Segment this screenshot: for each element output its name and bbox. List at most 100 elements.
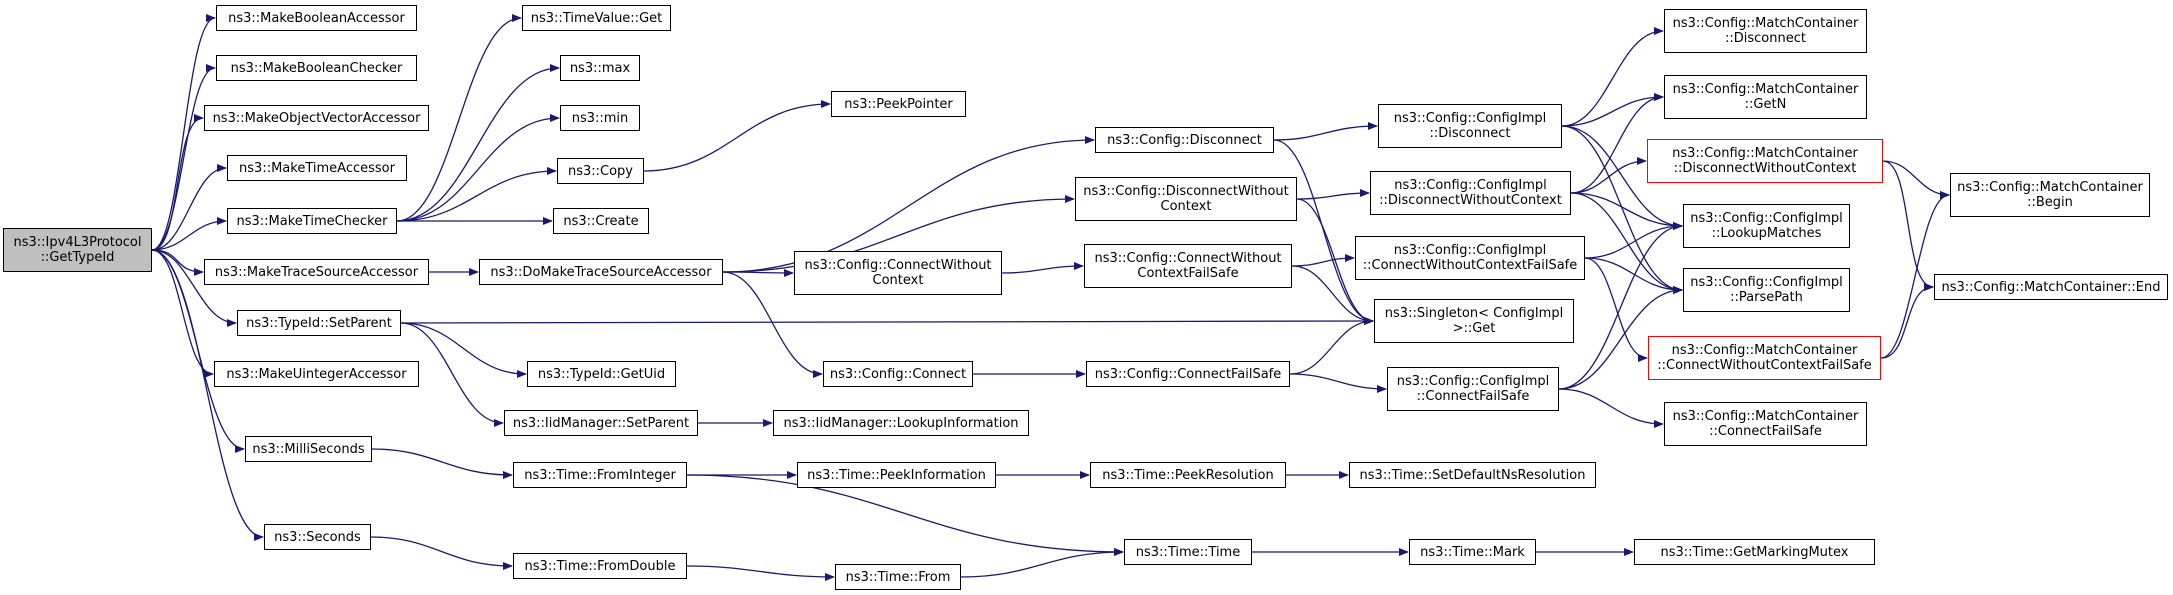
node-make-obj-vec[interactable]: ns3::MakeObjectVectorAccessor xyxy=(204,105,429,131)
edge-root-to-makeBoolAcc xyxy=(151,14,216,251)
node-mc-get-n[interactable]: ns3::Config::MatchContainer::GetN xyxy=(1664,75,1867,119)
edge-mcConnectWOFS-to-mcBegin xyxy=(1880,191,1950,359)
node-label-line: ns3::Config::Disconnect xyxy=(1107,132,1262,148)
node-label-line: ns3::Config::ConfigImpl xyxy=(1396,374,1550,389)
node-label-line: ns3::MakeTimeAccessor xyxy=(239,160,395,176)
node-label-line: ns3::Time::FromDouble xyxy=(524,558,676,574)
node-impl-connect-w-o-f-s[interactable]: ns3::Config::ConfigImpl::ConnectWithoutC… xyxy=(1355,236,1585,280)
edge-implDisconnectWO-to-lookupMatches xyxy=(1570,192,1683,230)
node-cfg-connect-f-s[interactable]: ns3::Config::ConnectFailSafe xyxy=(1086,361,1290,387)
node-parse-path[interactable]: ns3::Config::ConfigImpl::ParsePath xyxy=(1683,268,1850,312)
node-get-uid[interactable]: ns3::TypeId::GetUid xyxy=(527,361,676,387)
node-label-line: ns3::Seconds xyxy=(274,529,361,545)
edge-implConnectWOFS-to-lookupMatches xyxy=(1584,222,1683,259)
node-label-line: ::LookupMatches xyxy=(1711,226,1822,241)
node-do-make-trace[interactable]: ns3::DoMakeTraceSourceAccessor xyxy=(479,259,723,285)
node-label-line: ns3::Config::MatchContainer xyxy=(1672,16,1859,31)
node-mc-end[interactable]: ns3::Config::MatchContainer::End xyxy=(1934,274,2168,300)
node-milli-seconds[interactable]: ns3::MilliSeconds xyxy=(245,436,372,462)
node-label-line: ns3::Config::MatchContainer xyxy=(1671,343,1858,358)
edge-implDisconnectWO-to-parsePath xyxy=(1570,192,1683,294)
node-peek-pointer[interactable]: ns3::PeekPointer xyxy=(831,91,966,117)
node-time-time[interactable]: ns3::Time::Time xyxy=(1124,539,1252,565)
node-peek-info[interactable]: ns3::Time::PeekInformation xyxy=(797,462,996,488)
edge-doMakeTrace-to-cfgDisconnectWO xyxy=(722,195,1075,273)
node-from-integer[interactable]: ns3::Time::FromInteger xyxy=(513,462,687,488)
edge-root-to-makeTimeChk xyxy=(151,217,227,251)
node-make-bool-chk[interactable]: ns3::MakeBooleanChecker xyxy=(216,55,417,81)
node-label-line: ns3::Config::ConfigImpl xyxy=(1394,178,1547,193)
node-label-line: ::ConnectFailSafe xyxy=(1709,424,1822,439)
node-time-value-get[interactable]: ns3::TimeValue::Get xyxy=(522,5,671,31)
node-mc-connect-w-o-f-s[interactable]: ns3::Config::MatchContainer::ConnectWith… xyxy=(1648,336,1881,380)
node-impl-disconnect-w-o[interactable]: ns3::Config::ConfigImpl::DisconnectWitho… xyxy=(1370,171,1571,215)
edge-doMakeTrace-to-cfgConnect xyxy=(722,271,823,378)
node-make-trace-src[interactable]: ns3::MakeTraceSourceAccessor xyxy=(204,259,429,285)
node-label-line: ns3::Config::ConfigImpl xyxy=(1393,243,1547,258)
edge-makeTimeChk-to-max xyxy=(396,64,560,222)
edge-implDisconnect-to-mcDisconnect xyxy=(1561,27,1664,127)
edge-cfgConnectWOFS-to-singletonGet xyxy=(1291,265,1374,325)
node-get-marking-mutex[interactable]: ns3::Time::GetMarkingMutex xyxy=(1634,539,1875,565)
node-create[interactable]: ns3::Create xyxy=(553,208,649,234)
node-label-line: ns3::Create xyxy=(563,213,639,229)
edge-cfgConnectWOFS-to-implConnectWOFS xyxy=(1291,254,1355,267)
edge-doMakeTrace-to-cfgConnectWO xyxy=(722,268,794,277)
node-make-uint-acc[interactable]: ns3::MakeUintegerAccessor xyxy=(214,361,419,387)
node-time-mark[interactable]: ns3::Time::Mark xyxy=(1409,539,1536,565)
node-label-line: ::ConnectFailSafe xyxy=(1416,389,1530,404)
node-label-line: ns3::Config::ConnectWithout xyxy=(1094,251,1282,266)
edge-doMakeTrace-to-cfgDisconnect xyxy=(722,136,1095,273)
node-label-line: ns3::Time::PeekInformation xyxy=(807,467,986,483)
node-label-line: ::Disconnect xyxy=(1725,31,1806,46)
node-seconds[interactable]: ns3::Seconds xyxy=(264,524,371,550)
node-min[interactable]: ns3::min xyxy=(560,105,640,131)
node-type-id-set-parent[interactable]: ns3::TypeId::SetParent xyxy=(237,310,401,336)
node-label-line: ns3::Config::ConfigImpl xyxy=(1690,275,1843,290)
node-impl-disconnect[interactable]: ns3::Config::ConfigImpl::Disconnect xyxy=(1378,104,1562,148)
node-impl-connect-f-s[interactable]: ns3::Config::ConfigImpl::ConnectFailSafe xyxy=(1387,367,1559,411)
node-mc-disconnect[interactable]: ns3::Config::MatchContainer::Disconnect xyxy=(1664,9,1867,53)
node-cfg-connect[interactable]: ns3::Config::Connect xyxy=(823,361,973,387)
node-max[interactable]: ns3::max xyxy=(560,55,640,81)
node-iid-set-parent[interactable]: ns3::IidManager::SetParent xyxy=(504,410,698,436)
node-peek-res[interactable]: ns3::Time::PeekResolution xyxy=(1090,462,1286,488)
edge-implConnectFS-to-parsePath xyxy=(1558,286,1683,390)
edge-root-to-makeTimeAcc xyxy=(151,164,227,251)
edge-implConnectWOFS-to-parsePath xyxy=(1584,257,1683,294)
edge-seconds-to-fromDouble xyxy=(370,536,513,570)
node-make-bool-acc[interactable]: ns3::MakeBooleanAccessor xyxy=(216,5,417,31)
node-label-line: ns3::Time::From xyxy=(845,569,951,585)
node-label-line: ::GetTypeId xyxy=(40,250,115,265)
node-lookup-matches[interactable]: ns3::Config::ConfigImpl::LookupMatches xyxy=(1683,204,1850,248)
edge-makeTimeChk-to-min xyxy=(396,114,560,222)
edge-root-to-makeBoolChk xyxy=(151,64,216,251)
node-singleton-get[interactable]: ns3::Singleton< ConfigImpl >::Get xyxy=(1374,299,1574,343)
node-label-line: ns3::Time::SetDefaultNsResolution xyxy=(1359,467,1586,483)
node-mc-disconnect-w-o[interactable]: ns3::Config::MatchContainer::DisconnectW… xyxy=(1647,139,1883,183)
node-from-double[interactable]: ns3::Time::FromDouble xyxy=(513,553,687,579)
node-time-from[interactable]: ns3::Time::From xyxy=(835,564,961,590)
node-make-time-chk[interactable]: ns3::MakeTimeChecker xyxy=(227,208,397,234)
node-label-line: ns3::Time::Time xyxy=(1135,544,1241,560)
node-label-line: ns3::MakeObjectVectorAccessor xyxy=(212,110,421,126)
node-make-time-acc[interactable]: ns3::MakeTimeAccessor xyxy=(227,155,407,181)
node-set-default-ns[interactable]: ns3::Time::SetDefaultNsResolution xyxy=(1349,462,1596,488)
node-label-line: ::GetN xyxy=(1744,97,1787,112)
node-label-line: ns3::Config::MatchContainer::End xyxy=(1941,279,2161,295)
node-label-line: ns3::IidManager::LookupInformation xyxy=(783,415,1019,431)
node-mc-connect-f-s[interactable]: ns3::Config::MatchContainer::ConnectFail… xyxy=(1664,402,1867,446)
edge-implDisconnect-to-mcGetN xyxy=(1561,93,1664,127)
node-label-line: ns3::max xyxy=(569,60,631,76)
edge-implDisconnectWO-to-mcGetN xyxy=(1570,93,1664,194)
edge-implConnectFS-to-lookupMatches xyxy=(1558,222,1683,390)
node-label-line: ns3::TypeId::GetUid xyxy=(537,366,666,382)
node-mc-begin[interactable]: ns3::Config::MatchContainer::Begin xyxy=(1950,173,2150,217)
edge-root-to-seconds xyxy=(151,249,264,541)
node-iid-lookup[interactable]: ns3::IidManager::LookupInformation xyxy=(773,410,1029,436)
node-cfg-disconnect[interactable]: ns3::Config::Disconnect xyxy=(1095,127,1274,153)
node-copy[interactable]: ns3::Copy xyxy=(557,158,644,184)
